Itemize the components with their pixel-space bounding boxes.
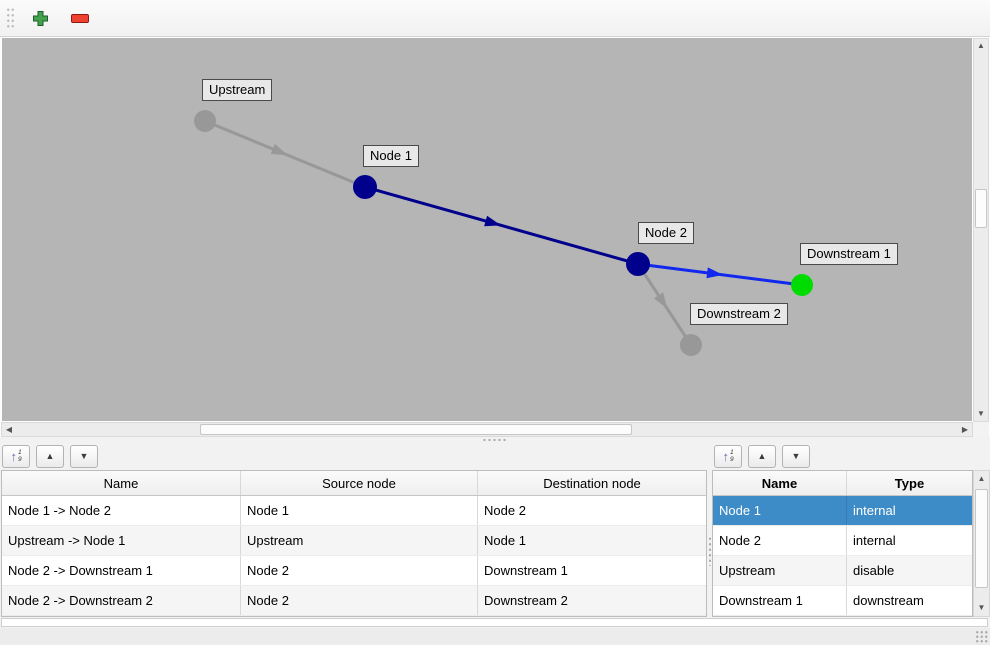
tables-splitter[interactable]: [707, 443, 712, 618]
scroll-down-icon[interactable]: ▼: [977, 409, 985, 418]
node-label-upstream[interactable]: Upstream: [202, 79, 273, 101]
table-cell[interactable]: downstream: [846, 585, 972, 616]
resize-grip-icon[interactable]: [975, 630, 988, 643]
canvas-hscroll-thumb[interactable]: [200, 424, 632, 435]
add-button[interactable]: [25, 4, 55, 32]
table-cell[interactable]: Downstream 1: [477, 555, 706, 586]
table-cell[interactable]: disable: [846, 555, 972, 586]
table-cell[interactable]: Upstream -> Node 1: [2, 525, 241, 556]
graph-node-node1[interactable]: [353, 175, 377, 199]
splitter-grip-icon: [482, 438, 508, 442]
edge-arrow-icon: [706, 267, 724, 279]
statusbar: [0, 628, 990, 645]
table-cell[interactable]: Node 2 -> Downstream 2: [2, 585, 241, 616]
move-up-button[interactable]: ▲: [748, 445, 776, 468]
toolbar-grip[interactable]: [6, 7, 15, 29]
minus-icon: [71, 13, 89, 23]
panel-splitter[interactable]: [0, 437, 990, 443]
column-header-source-node[interactable]: Source node: [240, 471, 478, 496]
scroll-right-icon[interactable]: ▶: [961, 425, 969, 434]
down-arrow-icon: ▼: [791, 451, 801, 461]
move-down-button[interactable]: ▼: [70, 445, 98, 468]
up-arrow-icon: ▲: [45, 451, 55, 461]
canvas-vscroll-thumb[interactable]: [975, 189, 987, 228]
table-cell[interactable]: Downstream 2: [477, 585, 706, 616]
node-label-node1[interactable]: Node 1: [363, 145, 419, 167]
node-label-downstream1[interactable]: Downstream 1: [800, 243, 898, 265]
table-cell[interactable]: Node 1 -> Node 2: [2, 495, 241, 526]
table-cell[interactable]: Node 2 -> Downstream 1: [2, 555, 241, 586]
scrollbar-corner: [973, 422, 989, 437]
nodes-table-scroll-thumb[interactable]: [975, 489, 988, 588]
scroll-up-icon[interactable]: ▲: [977, 41, 985, 50]
main-toolbar: [0, 0, 990, 37]
table-cell[interactable]: Node 1: [713, 495, 847, 526]
scroll-left-icon[interactable]: ◀: [5, 425, 13, 434]
splitter-grip-icon: [707, 535, 712, 566]
canvas-horizontal-scrollbar[interactable]: ◀ ▶: [1, 422, 973, 437]
plus-icon: [32, 10, 48, 26]
table-cell[interactable]: Node 2: [477, 495, 706, 526]
table-cell[interactable]: Node 1: [477, 525, 706, 556]
move-up-button[interactable]: ▲: [36, 445, 64, 468]
scroll-up-icon[interactable]: ▲: [977, 474, 986, 483]
bottom-scrollbar-trough[interactable]: [1, 618, 988, 627]
graph-node-node2[interactable]: [626, 252, 650, 276]
table-cell[interactable]: Downstream 1: [713, 585, 847, 616]
graph-svg: [194, 110, 813, 356]
table-cell[interactable]: Upstream: [713, 555, 847, 586]
table-cell[interactable]: Upstream: [240, 525, 478, 556]
table-cell[interactable]: internal: [846, 525, 972, 556]
table-cell[interactable]: Node 1: [240, 495, 478, 526]
edge-arrow-icon: [484, 215, 502, 227]
edge-arrow-icon: [270, 143, 288, 156]
node-label-downstream2[interactable]: Downstream 2: [690, 303, 788, 325]
column-header-name[interactable]: Name: [2, 471, 241, 496]
graph-node-downstream2[interactable]: [680, 334, 702, 356]
edge-arrow-icon: [653, 292, 668, 309]
table-cell[interactable]: internal: [846, 495, 972, 526]
move-down-button[interactable]: ▼: [782, 445, 810, 468]
canvas-vertical-scrollbar[interactable]: ▲ ▼: [973, 38, 989, 422]
table-cell[interactable]: Node 2: [240, 555, 478, 586]
column-header-name[interactable]: Name: [713, 471, 847, 496]
up-arrow-icon: ▲: [757, 451, 767, 461]
scroll-down-icon[interactable]: ▼: [977, 603, 986, 612]
nodes-table-scrollbar[interactable]: ▲ ▼: [973, 470, 990, 617]
table-cell[interactable]: Node 2: [713, 525, 847, 556]
remove-button[interactable]: [65, 4, 95, 32]
graph-edge-node1-node2[interactable]: [364, 185, 639, 266]
node-label-node2[interactable]: Node 2: [638, 222, 694, 244]
column-header-destination-node[interactable]: Destination node: [477, 471, 706, 496]
graph-node-downstream1[interactable]: [791, 274, 813, 296]
table-cell[interactable]: Node 2: [240, 585, 478, 616]
down-arrow-icon: ▼: [79, 451, 89, 461]
column-header-type[interactable]: Type: [846, 471, 972, 496]
graph-node-upstream[interactable]: [194, 110, 216, 132]
